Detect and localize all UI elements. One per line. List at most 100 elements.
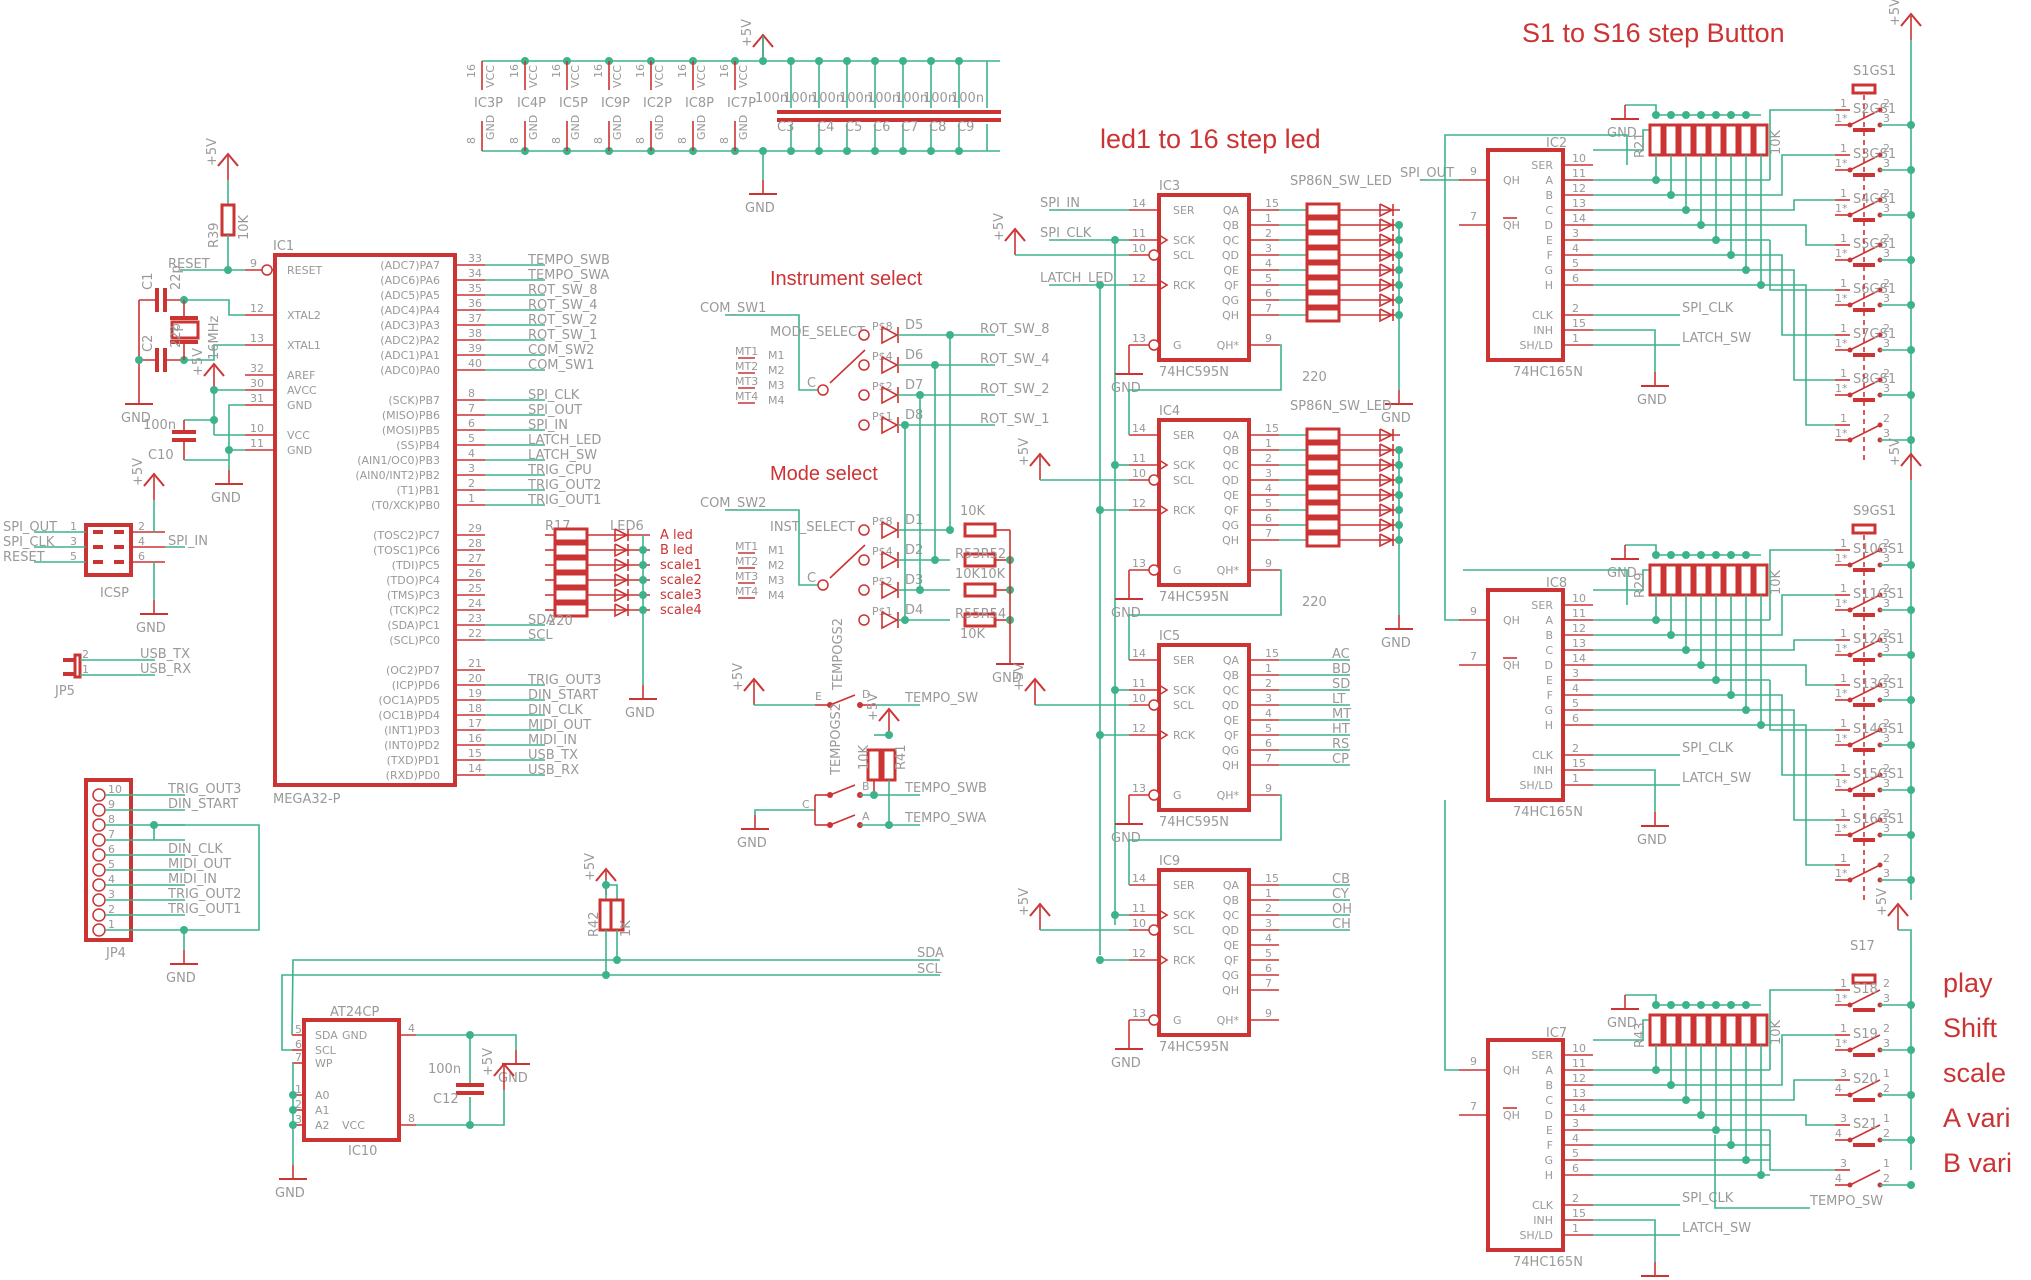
- label: 10K10K: [955, 567, 1006, 582]
- step-button[interactable]: 11*23: [1835, 852, 1915, 884]
- label: RCK: [1173, 504, 1196, 517]
- label: 7: [1470, 210, 1477, 223]
- label: 36: [468, 297, 482, 310]
- label: 18: [468, 702, 482, 715]
- net-label: LATCH_LED: [528, 433, 601, 448]
- label: 100n: [895, 91, 928, 106]
- switch-label: S14GS1: [1853, 722, 1904, 737]
- label: DIN_START: [168, 797, 238, 812]
- label: 1: [1883, 1157, 1890, 1170]
- switch-label: S21: [1853, 1117, 1878, 1132]
- label: QB: [1223, 219, 1239, 232]
- label: SP86N_SW_LED: [1290, 174, 1392, 189]
- switch-label: S4GS1: [1853, 192, 1896, 207]
- label: (RXD)PD0: [386, 769, 440, 782]
- label: VCC: [653, 65, 666, 88]
- label: (ADC3)PA3: [380, 319, 440, 332]
- label: 2: [1883, 672, 1890, 685]
- gnd-symbol: GND: [1607, 105, 1639, 141]
- label: SCK: [1173, 684, 1196, 697]
- label: 74HC595N: [1159, 365, 1229, 380]
- label: LATCH_SW: [1682, 331, 1751, 346]
- label: 7: [108, 828, 115, 841]
- label: 3: [1883, 247, 1890, 260]
- label: 2: [1883, 367, 1890, 380]
- label: 10: [1132, 242, 1146, 255]
- label: 5: [1265, 272, 1272, 285]
- label: R53R52: [955, 547, 1006, 562]
- junction-dot: [1712, 111, 1720, 119]
- label: +5V: [1017, 888, 1032, 916]
- label: D3: [905, 573, 923, 588]
- label: QC: [1223, 909, 1240, 922]
- label: AT24CP: [330, 1005, 379, 1020]
- label: QE: [1223, 264, 1239, 277]
- vcc-symbol: +5V: [583, 853, 617, 895]
- step-button[interactable]: 11*23: [1835, 412, 1915, 444]
- icsp-header: 1SPI_OUT3SPI_CLK5RESET246+5VSPI_INGNDICS…: [3, 458, 208, 636]
- label: 2: [1572, 742, 1579, 755]
- label: (MISO)PB6: [382, 409, 440, 422]
- label: TRIG_OUT3: [167, 782, 241, 797]
- function-label-3: A vari: [1943, 1103, 2011, 1133]
- label: H: [1545, 279, 1553, 292]
- label: 9: [1265, 1007, 1272, 1020]
- label: RESET: [168, 257, 210, 272]
- label: MIDI_IN: [168, 872, 217, 887]
- label: A: [862, 810, 870, 823]
- junction-dot: [1907, 651, 1915, 659]
- label: 2: [1883, 1127, 1890, 1140]
- label: 3: [1883, 202, 1890, 215]
- switch-label: S11GS1: [1853, 587, 1904, 602]
- switch-label: S7GS1: [1853, 327, 1896, 342]
- junction-dot: [1907, 831, 1915, 839]
- label: 12: [1572, 1072, 1586, 1085]
- label: GND: [498, 1071, 528, 1086]
- label: MT2: [735, 360, 758, 373]
- label: 8: [718, 137, 731, 144]
- junction-dot: [1697, 111, 1705, 119]
- label: 15: [1265, 872, 1279, 885]
- label: QA: [1223, 204, 1240, 217]
- label: E: [1546, 1124, 1553, 1137]
- label: C7: [901, 120, 918, 135]
- label: QH: [1503, 219, 1520, 232]
- net-label: TEMPO_SWB: [527, 253, 610, 268]
- label: 15: [1265, 197, 1279, 210]
- label: 4: [108, 873, 115, 886]
- label: +5V: [1017, 438, 1032, 466]
- label: A1: [315, 1104, 330, 1117]
- switch-label: S18: [1853, 982, 1878, 997]
- label: 10: [108, 783, 122, 796]
- label: 28: [468, 537, 482, 550]
- junction-dot: [1727, 1001, 1735, 1009]
- junction-dot: [1697, 551, 1705, 559]
- function-label-4: B vari: [1943, 1148, 2012, 1178]
- label: 11: [1132, 902, 1146, 915]
- net-label: CY: [1332, 887, 1349, 902]
- label: +5V: [1012, 663, 1027, 691]
- label: 1*: [1835, 732, 1848, 745]
- label: RCK: [1173, 954, 1196, 967]
